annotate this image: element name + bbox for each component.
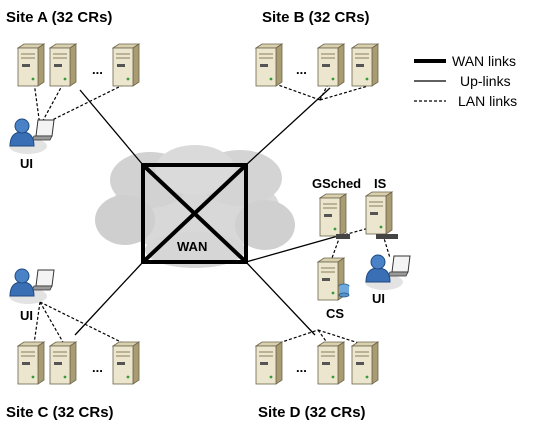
uplink-site-d [245, 261, 316, 336]
legend: WAN links Up-links LAN links [414, 53, 517, 109]
uplink-site-a [79, 89, 144, 166]
legend-wan-label: WAN links [452, 53, 516, 69]
uplinks [74, 87, 339, 336]
cs-database-icon [338, 283, 350, 298]
site-b-server-icon [317, 43, 345, 87]
site-a-server-icon [112, 43, 140, 87]
site-a-servers [17, 43, 140, 87]
site-a-ui-label: UI [20, 156, 33, 171]
gsched-keyboard-icon [336, 234, 350, 239]
site-c-server-icon [49, 341, 77, 385]
is-server-icon [365, 191, 393, 235]
site-c-ui-label: UI [20, 308, 33, 323]
uplink-site-b [245, 87, 331, 166]
site-a-user-icon [8, 118, 55, 155]
site-b-server-icon [351, 43, 379, 87]
core-user-icon [364, 254, 411, 291]
site-a-ellipsis: ... [92, 62, 103, 77]
site-c-ellipsis: ... [92, 360, 103, 375]
site-b-server-icon [255, 43, 283, 87]
gsched-label: GSched [312, 176, 361, 191]
lan-links [33, 81, 391, 347]
site-b-title: Site B (32 CRs) [262, 9, 370, 26]
site-d-servers [255, 341, 379, 385]
site-c-server-icon [112, 341, 140, 385]
site-d-server-icon [317, 341, 345, 385]
site-c-user-icon [8, 268, 55, 305]
wan-label: WAN [177, 239, 207, 254]
site-d-ellipsis: ... [296, 360, 307, 375]
wan-switch [141, 163, 248, 264]
core-ui-label: UI [372, 291, 385, 306]
uplink-core-services [245, 235, 339, 263]
legend-lan-label: LAN links [458, 93, 517, 109]
cs-label: CS [326, 306, 344, 321]
site-a-server-icon [49, 43, 77, 87]
is-label: IS [374, 176, 387, 191]
site-b-ellipsis: ... [296, 62, 307, 77]
site-b-servers [255, 43, 379, 87]
gsched-server-icon [319, 193, 347, 237]
site-d-server-icon [255, 341, 283, 385]
site-a-server-icon [17, 43, 45, 87]
site-d-title: Site D (32 CRs) [258, 404, 366, 421]
uplink-site-c [74, 261, 144, 336]
is-keyboard-icon [376, 234, 398, 239]
legend-up-label: Up-links [460, 73, 511, 89]
site-c-server-icon [17, 341, 45, 385]
site-c-title: Site C (32 CRs) [6, 404, 114, 421]
site-c-servers [17, 341, 140, 385]
site-d-server-icon [351, 341, 379, 385]
site-a-title: Site A (32 CRs) [6, 9, 112, 26]
